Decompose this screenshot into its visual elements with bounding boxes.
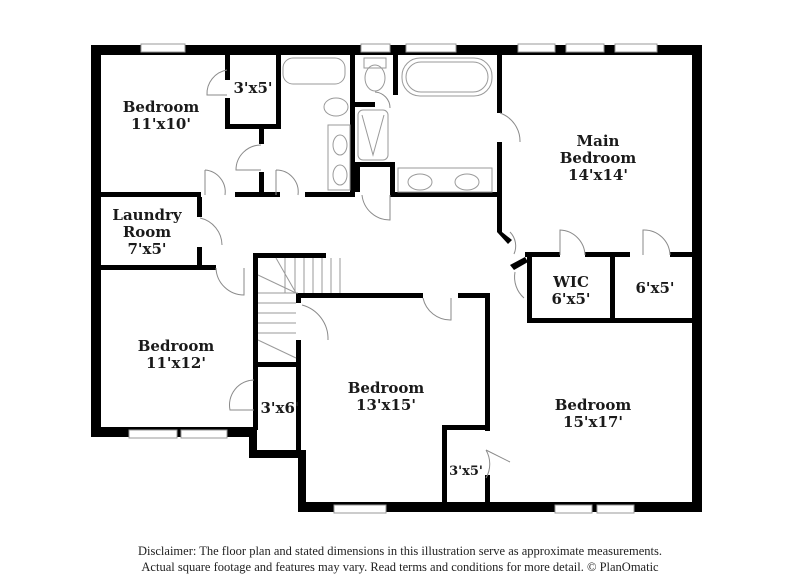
room-closet-nw: 3'x5' xyxy=(233,80,272,97)
room-size: 6'x5' xyxy=(551,290,591,308)
room-bedroom-nw: Bedroom 11'x10' xyxy=(123,99,200,133)
room-size: 15'x17' xyxy=(563,413,623,431)
doors xyxy=(199,69,671,479)
room-size: 3'x5' xyxy=(233,79,273,97)
room-closet-s: 3'x5' xyxy=(449,464,483,479)
room-size: 3'x5' xyxy=(449,464,483,479)
disclaimer-line-1: Disclaimer: The floor plan and stated di… xyxy=(138,544,662,558)
room-closet-e: 6'x5' xyxy=(635,280,674,297)
fixtures xyxy=(257,57,493,359)
windows xyxy=(128,43,658,514)
staircase xyxy=(257,257,341,359)
room-bedroom-center: Bedroom 13'x15' xyxy=(348,380,425,414)
room-size: 11'x12' xyxy=(146,354,206,372)
disclaimer-line-2: Actual square footage and features may v… xyxy=(141,560,659,574)
disclaimer: Disclaimer: The floor plan and stated di… xyxy=(0,543,800,575)
room-bedroom-w: Bedroom 11'x12' xyxy=(138,338,215,372)
room-laundry: Laundry Room 7'x5' xyxy=(112,207,181,258)
room-wic: WIC 6'x5' xyxy=(551,274,590,308)
room-bedroom-se: Bedroom 15'x17' xyxy=(555,397,632,431)
room-size: 7'x5' xyxy=(127,240,167,258)
room-name: WIC xyxy=(553,273,589,291)
room-name: Bedroom xyxy=(122,98,200,116)
room-name-line2: Room xyxy=(122,223,172,241)
room-name-line2: Bedroom xyxy=(559,149,637,167)
room-size: 14'x14' xyxy=(568,166,628,184)
room-name: Bedroom xyxy=(137,337,215,355)
room-closet-w: 3'x6' xyxy=(260,400,299,417)
room-main-bedroom: Main Bedroom 14'x14' xyxy=(560,133,637,184)
room-size: 6'x5' xyxy=(635,279,675,297)
room-name: Bedroom xyxy=(347,379,425,397)
room-size: 11'x10' xyxy=(131,115,191,133)
room-name: Main xyxy=(576,132,620,150)
room-size: 13'x15' xyxy=(356,396,416,414)
room-name: Bedroom xyxy=(554,396,632,414)
room-name: Laundry xyxy=(112,206,182,224)
room-size: 3'x6' xyxy=(260,399,300,417)
